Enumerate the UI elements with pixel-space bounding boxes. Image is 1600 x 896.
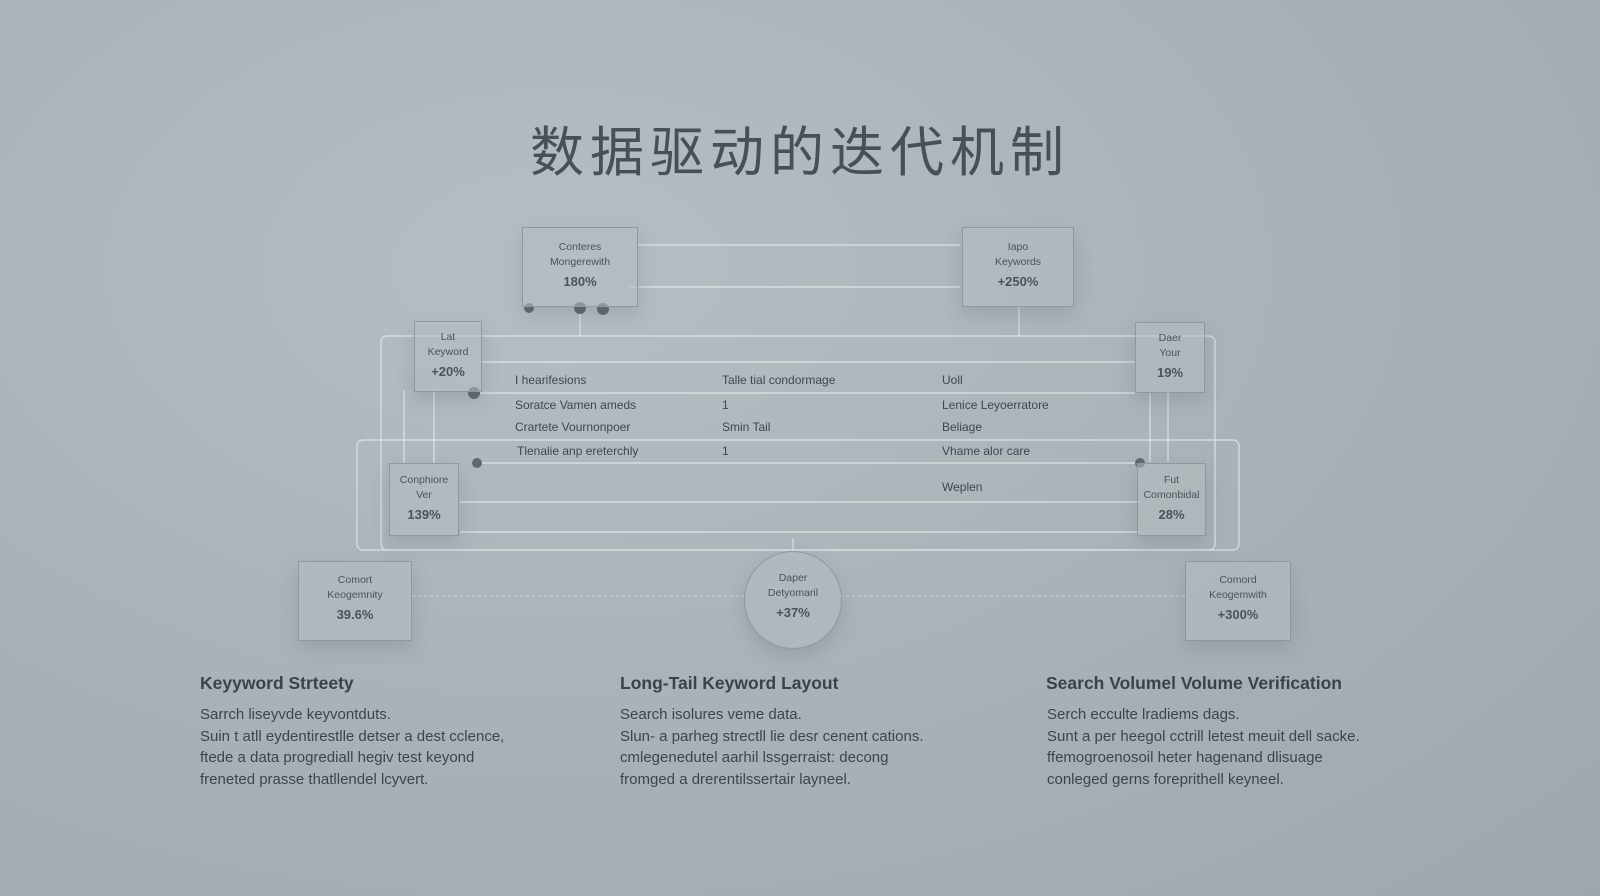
section-body: Sarrch liseyvde keyvontduts. Suin t atll… [200,704,504,790]
node-label: Mongerewith [549,256,611,268]
node-label: Fut [1163,474,1180,486]
node-label: Comort [337,574,373,586]
section-title: Long-Tail Keyword Layout [620,673,839,693]
table-cell: Soratce Vamen ameds [515,398,637,412]
node-value: 180% [563,274,597,289]
node-label: Comord [1219,574,1257,586]
section-line: Sunt a per heegol cctrill letest meuit d… [1047,727,1360,745]
node-label: Conteres [558,241,602,253]
node-value: 19% [1156,365,1184,380]
node-label: Keyword [427,346,469,358]
section-line: Slun- a parheg strectll lie desr cenent … [620,727,924,745]
section-line: ffemogroenosoil heter hagenand dlisuage [1047,749,1323,766]
section-body: Search isolures veme data. Slun- a parhe… [620,704,924,790]
node-label: Keogemnity [327,589,383,601]
table-cell: Lenice Leyoerratore [942,398,1049,412]
node-bottom-right[interactable]: Comord Keogemwith +300% [1185,561,1291,641]
table-cell: 1 [722,444,729,458]
node-label: Keogemwith [1209,589,1267,601]
node-label: Conphiore [399,474,449,486]
section-title: Search Volumel Volume Verification [1046,673,1342,693]
node-label: Keywords [994,256,1042,268]
node-label: Daer [1158,332,1182,344]
section-line: Search isolures veme data. [620,706,802,723]
node-label: Lat [440,331,456,343]
node-low-right[interactable]: Fut Comonbidal 28% [1137,463,1206,536]
section-body: Serch ecculte lradiems dags. Sunt a per … [1047,704,1360,790]
node-value: +300% [1217,607,1259,622]
node-value: 139% [407,507,441,522]
section-line: freneted prasse thatllendel lcyvert. [200,770,429,788]
table-cell: I hearifesions [515,373,587,387]
table-cell: Uoll [942,373,963,387]
node-bottom-left[interactable]: Comort Keogemnity 39.6% [298,561,412,641]
table-cell: Beliage [942,420,983,434]
node-top-left[interactable]: Conteres Mongerewith 180% [522,227,638,307]
table-cell: Crartete Vournonpoer [515,420,631,434]
node-mid-left[interactable]: Lat Keyword +20% [414,321,482,392]
node-label: Comonbidal [1143,489,1200,501]
table-cell: Tlenalie anp ereterchly [517,444,639,458]
node-label: Daper [778,572,808,584]
node-value: 28% [1158,507,1185,522]
section-line: ftede a data progrediall hegiv test keyo… [200,749,475,766]
page-title: 数据驱动的迭代机制 [530,121,1070,184]
table-cell: 1 [722,398,729,412]
section-title: Keyyword Strteety [200,673,354,693]
table-cell: Vhame alor care [942,444,1031,458]
node-value: +20% [431,364,465,379]
node-value: +37% [776,605,810,620]
section-line: fromged a drerentilssertair layneel. [620,770,851,788]
node-value: 39.6% [336,607,374,622]
table-cell: Talle tial condormage [722,373,836,387]
node-bottom-center[interactable]: Daper Detyomaril +37% [744,551,842,649]
table-cell: Weplen [942,480,983,494]
section-line: Serch ecculte lradiems dags. [1047,706,1240,723]
section-line: Suin t atll eydentirestlle detser a dest… [200,727,505,745]
node-value: +250% [997,274,1039,289]
node-mid-right[interactable]: Daer Your 19% [1135,322,1205,393]
section-line: Sarrch liseyvde keyvontduts. [200,706,391,723]
section-line: cmlegenedutel aarhil lssgerraist: decong [620,749,889,766]
table-cell: Smin Tail [722,420,771,434]
node-top-right[interactable]: Iapo Keywords +250% [962,227,1074,307]
node-label: Iapo [1007,241,1029,253]
section-line: conleged gerns foreprithell keyneel. [1047,770,1284,788]
node-label: Detyomaril [767,587,819,599]
node-label: Your [1159,347,1181,359]
node-low-left[interactable]: Conphiore Ver 139% [389,463,459,536]
node-label: Ver [416,489,432,501]
